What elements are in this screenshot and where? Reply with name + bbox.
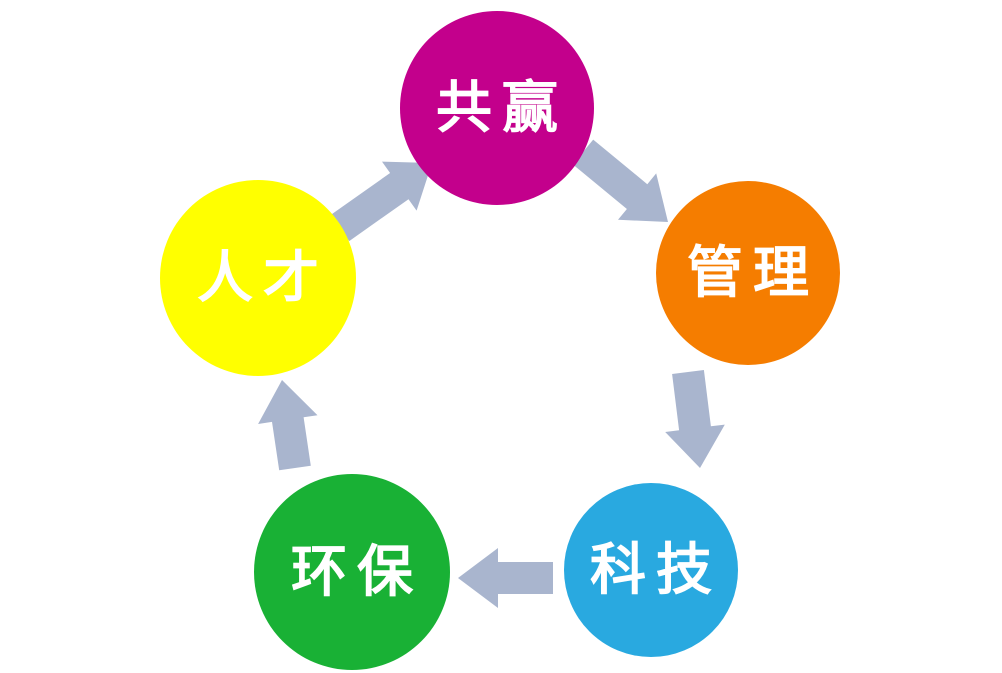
node-win-win: 共赢 xyxy=(400,11,594,205)
management-circle xyxy=(656,181,840,365)
arrow-environment-to-talent xyxy=(258,380,318,471)
node-environment: 环保 xyxy=(254,474,450,670)
node-talent: 人才 xyxy=(160,180,356,376)
talent-circle xyxy=(160,180,356,376)
cycle-arrows xyxy=(258,139,725,608)
arrow-technology-to-environment xyxy=(458,548,553,608)
technology-circle xyxy=(564,483,738,657)
win-win-circle xyxy=(400,11,594,205)
arrow-talent-to-winwin xyxy=(330,161,432,242)
talent-label: 人才 xyxy=(197,248,329,310)
technology-label: 科技 xyxy=(590,540,722,602)
management-label: 管理 xyxy=(687,243,819,305)
node-technology: 科技 xyxy=(564,483,738,657)
environment-label: 环保 xyxy=(291,542,423,604)
node-management: 管理 xyxy=(656,181,840,365)
win-win-label: 共赢 xyxy=(436,78,568,140)
environment-circle xyxy=(254,474,450,670)
arrow-management-to-technology xyxy=(665,370,725,468)
arrow-winwin-to-management xyxy=(572,139,668,222)
